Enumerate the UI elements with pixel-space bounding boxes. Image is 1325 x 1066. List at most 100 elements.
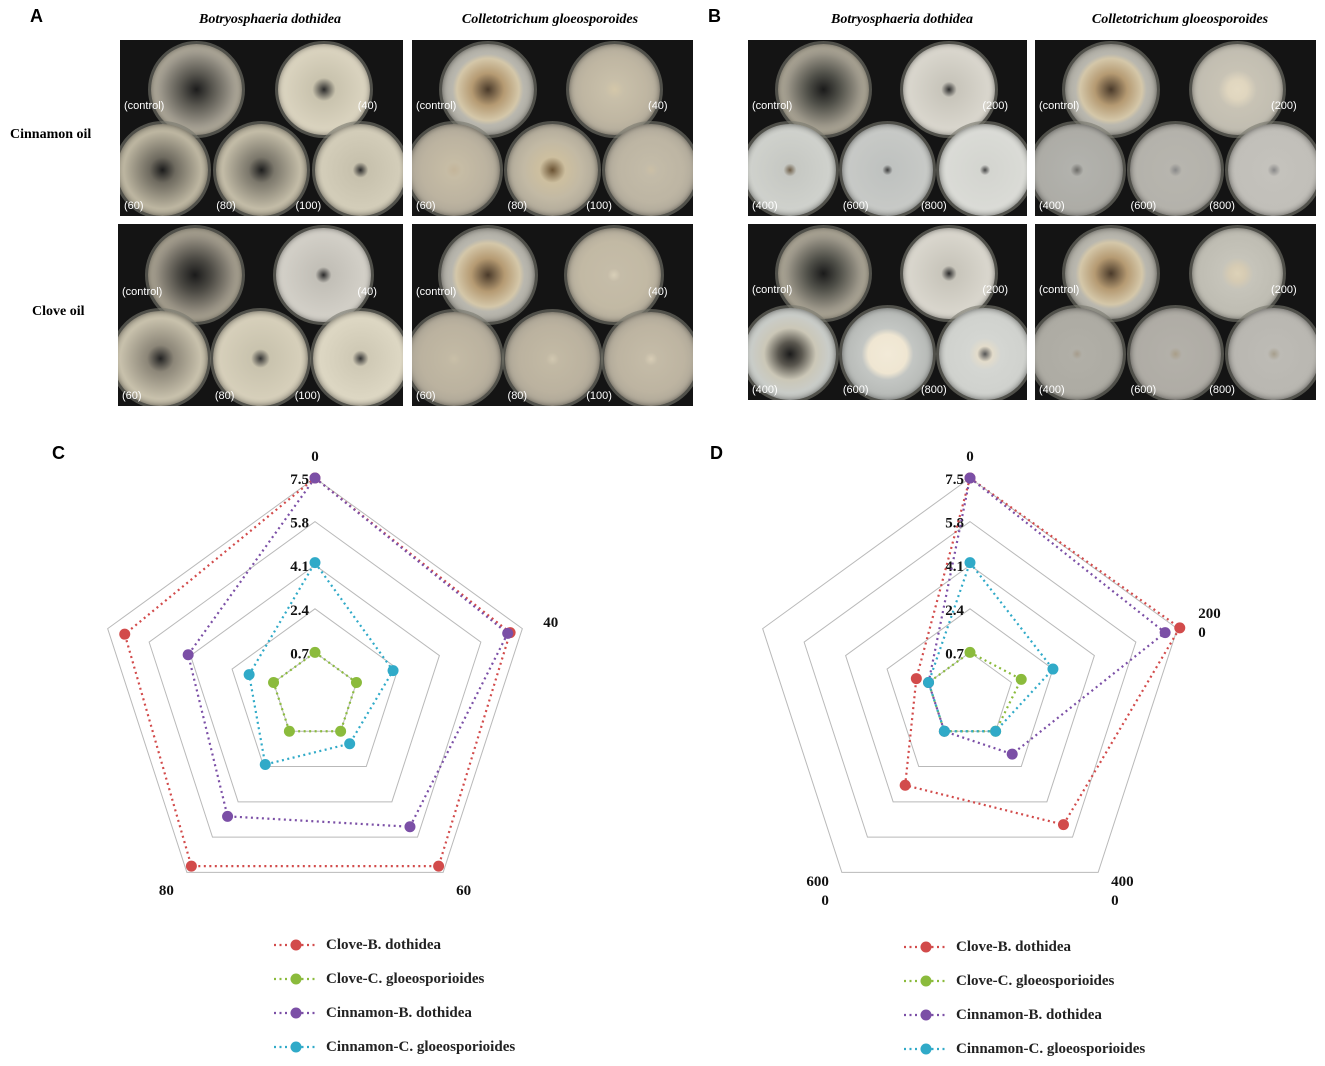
plate-concentration-label: (control) — [1039, 99, 1080, 112]
radar-data-point — [1047, 663, 1059, 675]
plate-concentration-label: (control) — [416, 99, 457, 112]
column-header-b-dothidea-b: Botryosphaeria dothidea — [831, 12, 973, 27]
legend-swatch — [274, 939, 318, 951]
radar-data-point — [119, 628, 131, 640]
petri-dish — [605, 124, 693, 216]
plate-photo-b-clove-bd: (control)(200)(400)(600)(800) — [748, 224, 1027, 400]
petri-dish — [1065, 227, 1157, 320]
petri-dish — [748, 124, 836, 216]
plate-concentration-label: (400) — [1039, 384, 1065, 396]
petri-dish — [1129, 308, 1222, 400]
petri-dish — [777, 43, 870, 136]
plate-concentration-label: (800) — [1209, 200, 1235, 212]
radar-data-point — [350, 677, 362, 689]
petri-dish — [118, 311, 209, 406]
legend-swatch — [274, 1041, 318, 1053]
petri-dish — [568, 43, 661, 136]
petri-dish — [777, 227, 870, 320]
radar-data-point — [910, 673, 922, 685]
plate-concentration-label: (control) — [752, 99, 793, 112]
radar-data-point — [899, 779, 911, 791]
radar-data-point — [964, 646, 976, 658]
legend-label: Cinnamon-B. dothidea — [326, 1004, 472, 1021]
legend-swatch — [904, 1009, 948, 1021]
radar-gridline — [107, 477, 523, 873]
petri-dish — [1035, 124, 1123, 216]
plate-concentration-label: (800) — [920, 200, 947, 212]
legend-label: Clove-C. gloeosporioides — [956, 972, 1115, 989]
radar-tick-label: 4.1 — [290, 559, 309, 575]
column-header-c-gloeo-a: Colletotrichum gloeosporoides — [461, 12, 639, 27]
radar-data-point — [1159, 627, 1171, 639]
legend-item: Cinnamon-B. dothidea — [902, 998, 1145, 1032]
panel-letter-c: C — [52, 443, 65, 463]
radar-tick-label: 2.4 — [945, 603, 964, 619]
radar-gridline — [231, 608, 399, 768]
radar-data-point — [1015, 673, 1027, 685]
legend-item: Cinnamon-C. gloeosporioides — [902, 1032, 1145, 1066]
petri-dish — [312, 311, 403, 406]
plate-concentration-label: (400) — [752, 384, 778, 396]
plate-concentration-label: (100) — [586, 390, 612, 402]
petri-dish — [412, 311, 502, 406]
radar-data-point — [1006, 748, 1018, 760]
legend-item: Cinnamon-C. gloeosporioides — [272, 1030, 515, 1064]
petri-dish — [120, 124, 209, 216]
radar-data-point — [964, 557, 976, 569]
petri-dish — [442, 43, 534, 136]
radar-gridline — [845, 564, 1095, 803]
radar-data-point — [309, 646, 321, 658]
plate-concentration-label: (400) — [752, 200, 778, 212]
plate-concentration-label: (800) — [1209, 384, 1235, 396]
radar-data-point — [182, 649, 194, 661]
plate-concentration-label: (600) — [842, 384, 869, 396]
petri-dish — [841, 308, 934, 400]
radar-data-point — [259, 758, 271, 770]
radar-series-line — [927, 651, 1023, 733]
plate-concentration-label: (80) — [214, 390, 235, 402]
plate-concentration-label: (400) — [1039, 200, 1065, 212]
plate-concentration-label: (100) — [295, 200, 322, 212]
plate-concentration-label: (40) — [648, 99, 668, 112]
radar-data-point — [335, 725, 347, 737]
radar-tick-label: 5.8 — [290, 516, 309, 532]
legend-label: Cinnamon-B. dothidea — [956, 1006, 1102, 1023]
plate-photo-a-cinnamon-cg: (control)(40)(60)(80)(100) — [412, 40, 693, 216]
radar-gridline — [886, 608, 1054, 768]
row-header-clove-oil: Clove oil — [32, 304, 85, 319]
legend-swatch — [904, 1043, 948, 1055]
radar-data-point — [502, 627, 514, 639]
petri-dish — [275, 227, 371, 323]
plate-concentration-label: (600) — [1130, 200, 1157, 212]
plate-concentration-label: (40) — [648, 285, 668, 298]
petri-dish — [213, 311, 308, 406]
radar-category-label: 60 — [456, 883, 471, 899]
legend-item: Clove-C. gloeosporioides — [902, 964, 1145, 998]
plate-concentration-label: (control) — [752, 283, 793, 296]
plate-photo-b-clove-cg: (control)(200)(400)(600)(800) — [1035, 224, 1316, 400]
radar-series-line — [927, 476, 1167, 756]
petri-dish — [278, 43, 370, 136]
radar-series-line — [186, 476, 510, 828]
radar-tick-label: 4.1 — [945, 559, 964, 575]
plate-photo-b-cinnamon-cg: (control)(200)(400)(600)(800) — [1035, 40, 1316, 216]
petri-dish — [150, 43, 243, 136]
legend-label: Clove-B. dothidea — [326, 936, 442, 953]
radar-gridline — [190, 564, 440, 803]
plate-concentration-label: (40) — [357, 99, 378, 112]
petri-dish — [1065, 43, 1157, 136]
plate-concentration-label: (100) — [294, 390, 321, 402]
legend-item: Cinnamon-B. dothidea — [272, 996, 515, 1030]
legend-swatch — [274, 1007, 318, 1019]
petri-dish — [440, 227, 535, 323]
radar-data-point — [283, 725, 295, 737]
radar-data-point — [344, 738, 356, 750]
legend-label: Clove-B. dothidea — [956, 938, 1072, 955]
petri-dish — [841, 124, 934, 216]
plate-concentration-label: (200) — [982, 99, 1009, 112]
radar-tick-label: 7.5 — [945, 472, 964, 488]
